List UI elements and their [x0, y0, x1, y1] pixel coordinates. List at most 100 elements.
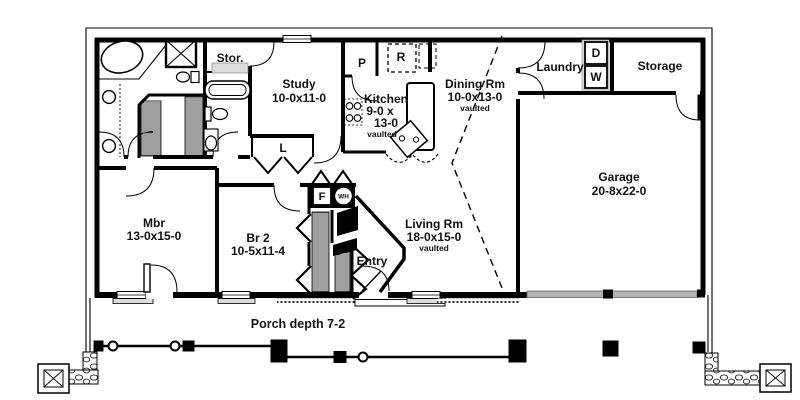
entry-closet-shelves — [334, 249, 351, 293]
dryer-box — [584, 41, 608, 65]
front-openings — [112, 35, 519, 307]
laundry-appliances — [581, 39, 610, 91]
bath-door-arc — [98, 131, 125, 158]
br2-dims: 10-5x11-4 — [231, 244, 285, 258]
entry-door-arc — [361, 265, 390, 292]
hallbath-door-arc — [212, 131, 239, 158]
deck-band — [437, 298, 519, 303]
stor-label: Stor. — [217, 51, 244, 65]
shower — [164, 38, 198, 69]
garage-column — [692, 341, 706, 354]
window-sill — [217, 298, 256, 304]
water-heater-circle — [333, 185, 354, 207]
linen-symbol: L — [279, 141, 286, 155]
walkin-door-arc — [127, 131, 154, 158]
stone-pier-right — [759, 363, 792, 393]
linen-bifold — [253, 156, 313, 175]
walkin-shelves — [140, 100, 162, 157]
cooktop-counter — [343, 98, 363, 126]
counter-box — [418, 43, 437, 69]
garage-doors — [526, 289, 705, 299]
mbr-door-gap — [146, 290, 173, 299]
porch-label: Porch depth 7-2 — [251, 317, 346, 331]
window-sill — [112, 298, 154, 304]
laundry-label: Laundry — [536, 60, 584, 74]
island-sink — [389, 119, 429, 159]
pantry-door-arc — [351, 75, 378, 102]
hall-bath-fixtures — [203, 80, 251, 152]
toilet — [175, 71, 191, 83]
furnace-symbol: F — [319, 191, 326, 203]
walkin-shelves — [184, 96, 204, 157]
porch-post — [270, 339, 288, 363]
laundry-door-arc2 — [517, 72, 545, 100]
study-door-arc — [313, 135, 342, 164]
stor-door-arc — [249, 41, 275, 67]
storage-door-leaf — [697, 94, 704, 121]
furnace-box — [312, 186, 332, 206]
burner — [353, 102, 362, 110]
storage-label: Storage — [638, 59, 683, 73]
fireplace-mass — [337, 206, 358, 236]
porch-post — [508, 339, 527, 363]
entry-door-gap — [359, 290, 388, 299]
dining-label: Dining Rm — [445, 77, 505, 91]
burner — [345, 114, 354, 122]
refrigerator-box — [387, 43, 417, 73]
roof-outline — [85, 27, 713, 355]
washer-box — [584, 65, 608, 89]
vault-line — [451, 35, 503, 289]
br2-door-arc — [273, 184, 301, 212]
study-dims: 10-0x11-0 — [272, 91, 326, 105]
garage-dims: 20-8x22-0 — [592, 184, 647, 198]
dryer-symbol: D — [592, 46, 601, 60]
stone-pier-left — [37, 363, 70, 394]
br2-label: Br 2 — [246, 231, 270, 245]
toilet — [204, 135, 218, 151]
toilet-tank — [190, 70, 200, 84]
fireplace-mass — [333, 238, 357, 256]
mbr-dims: 13-0x15-0 — [127, 229, 182, 243]
vanity-sink — [101, 138, 117, 154]
dining-dims: 10-0x13-0 — [448, 90, 503, 104]
labels: Stor. Study 10-0x11-0 Kitchen 9-0 x 13-0… — [127, 46, 683, 331]
burner — [353, 114, 362, 122]
washer-symbol: W — [590, 70, 602, 84]
dining-note: vaulted — [460, 103, 490, 113]
study-label: Study — [282, 77, 316, 91]
sink-counter — [204, 106, 212, 122]
master-bath-fixtures — [98, 38, 200, 157]
living-dims: 18-0x15-0 — [407, 230, 462, 244]
storage-door-arc — [675, 94, 701, 121]
stor-shelf — [211, 62, 249, 74]
entry-label: Entry — [357, 254, 388, 268]
kitchen-note: vaulted — [367, 129, 397, 139]
kitchen-label: Kitchen — [364, 92, 408, 106]
water-heater-symbol: WH — [338, 194, 349, 201]
utility-access-chevrons — [311, 169, 353, 185]
kitchen-dims1: 9-0 x — [366, 104, 394, 118]
door-arcs — [98, 40, 704, 212]
stone-landscape-walls — [37, 351, 792, 394]
mbr-porch-door — [143, 263, 151, 293]
kitchen-dims2: 13-0 — [374, 116, 398, 130]
tub-platform — [98, 44, 167, 80]
laundry-door-arc — [517, 40, 546, 69]
entry-angled-wall — [354, 194, 406, 294]
tub — [100, 40, 144, 74]
hall-closet-shelves — [311, 211, 330, 293]
refrigerator-symbol: R — [397, 50, 406, 64]
pantry-symbol: P — [358, 56, 366, 70]
mbr-door-arc — [125, 167, 155, 197]
mbr-label: Mbr — [143, 216, 165, 230]
utility-core — [310, 184, 406, 294]
entry-closet-bifold — [352, 245, 370, 300]
sink — [211, 107, 229, 121]
living-note: vaulted — [419, 243, 449, 253]
porch-railing — [93, 339, 706, 363]
garage-label: Garage — [598, 170, 640, 184]
vanity-sink — [101, 89, 117, 105]
burner — [345, 102, 354, 110]
